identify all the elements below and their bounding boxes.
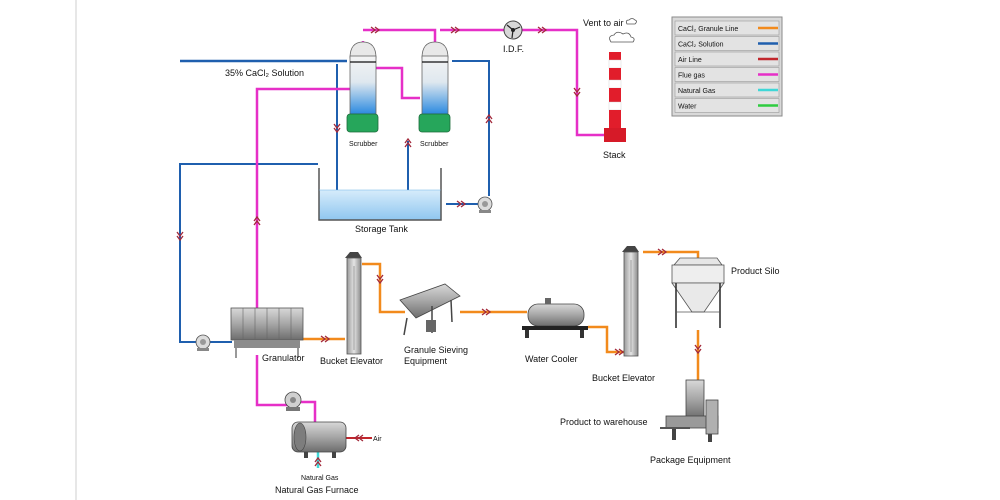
- idf-label: I.D.F.: [503, 44, 524, 54]
- product-silo-label: Product Silo: [731, 266, 780, 276]
- legend-item-label: Natural Gas: [678, 88, 716, 95]
- legend-item: CaCl₂ Solution: [674, 36, 780, 51]
- pump-tank: [477, 196, 493, 213]
- product-silo: [671, 257, 725, 328]
- stack: [604, 52, 626, 142]
- legend-item-label: CaCl₂ Granule Line: [678, 26, 738, 33]
- scrubber-2: [418, 41, 451, 133]
- sieving-label-line2: Equipment: [404, 356, 448, 366]
- bucket-elevator-1: [345, 252, 362, 355]
- air-label: Air: [373, 436, 382, 443]
- scrubber-1: [346, 41, 379, 133]
- granulator-label: Granulator: [262, 353, 305, 363]
- legend-row-bg: [674, 20, 780, 36]
- package-equipment: [660, 379, 719, 442]
- cloud-icon: [609, 18, 637, 43]
- idf-fan: [503, 20, 523, 40]
- product-warehouse-label: Product to warehouse: [560, 417, 648, 427]
- legend-item-label: Water: [678, 104, 697, 111]
- legend-item: Water: [674, 98, 780, 113]
- bucket-elevator-2-label: Bucket Elevator: [592, 373, 655, 383]
- granule-elevator-to-sieve: [362, 262, 405, 314]
- package-equipment-label: Package Equipment: [650, 455, 731, 465]
- flue-gas-fan-to-furnace: [300, 400, 317, 425]
- natural-gas-furnace: [291, 421, 347, 458]
- sieving-label-line1: Granule Sieving: [404, 345, 468, 355]
- legend-item: Air Line: [674, 51, 780, 67]
- pump-granulator: [195, 334, 211, 351]
- combustion-fan: [284, 391, 302, 411]
- granule-sieving-equipment: [399, 283, 461, 336]
- legend-item: Flue gas: [674, 67, 780, 82]
- bucket-elevator-2: [622, 246, 639, 357]
- legend-item-label: Flue gas: [678, 73, 705, 80]
- flue-gas-scrubber1-bridge: [376, 66, 420, 100]
- pump-to-scrubber2-pipe: [452, 60, 490, 196]
- legend-item-label: Air Line: [678, 57, 702, 64]
- stack-label: Stack: [603, 150, 626, 160]
- flue-gas-furnace-to-granulator: [255, 355, 290, 407]
- storage-tank-label: Storage Tank: [355, 224, 408, 234]
- scrubber-2-label: Scrubber: [420, 141, 449, 148]
- tank-to-granulator-pipe: [179, 163, 318, 343]
- granulator: [230, 307, 304, 358]
- furnace-label: Natural Gas Furnace: [275, 485, 359, 495]
- legend-row-bg: [674, 51, 780, 67]
- legend-row-bg: [674, 67, 780, 82]
- storage-tank: [318, 168, 442, 221]
- scrubber-1-label: Scrubber: [349, 141, 378, 148]
- legend-row-bg: [674, 98, 780, 113]
- legend-item: Natural Gas: [674, 82, 780, 98]
- legend-row-bg: [674, 82, 780, 98]
- legend-row-bg: [674, 36, 780, 51]
- bucket-elevator-1-label: Bucket Elevator: [320, 356, 383, 366]
- flue-gas-idf-to-stack: [522, 28, 604, 137]
- legend-item-label: CaCl₂ Solution: [678, 42, 724, 49]
- granule-cooler-to-elevator: [588, 325, 635, 354]
- water-cooler: [522, 298, 588, 338]
- flow-arrows: [176, 26, 702, 467]
- water-cooler-label: Water Cooler: [525, 354, 578, 364]
- natural-gas-label: Natural Gas: [301, 475, 339, 482]
- flue-gas-scrubber1-to-scrubber2: [363, 28, 437, 42]
- legend-item: CaCl₂ Granule Line: [674, 20, 780, 36]
- vent-label: Vent to air: [583, 18, 624, 28]
- solution-inlet-label: 35% CaCl₂ Solution: [225, 68, 304, 78]
